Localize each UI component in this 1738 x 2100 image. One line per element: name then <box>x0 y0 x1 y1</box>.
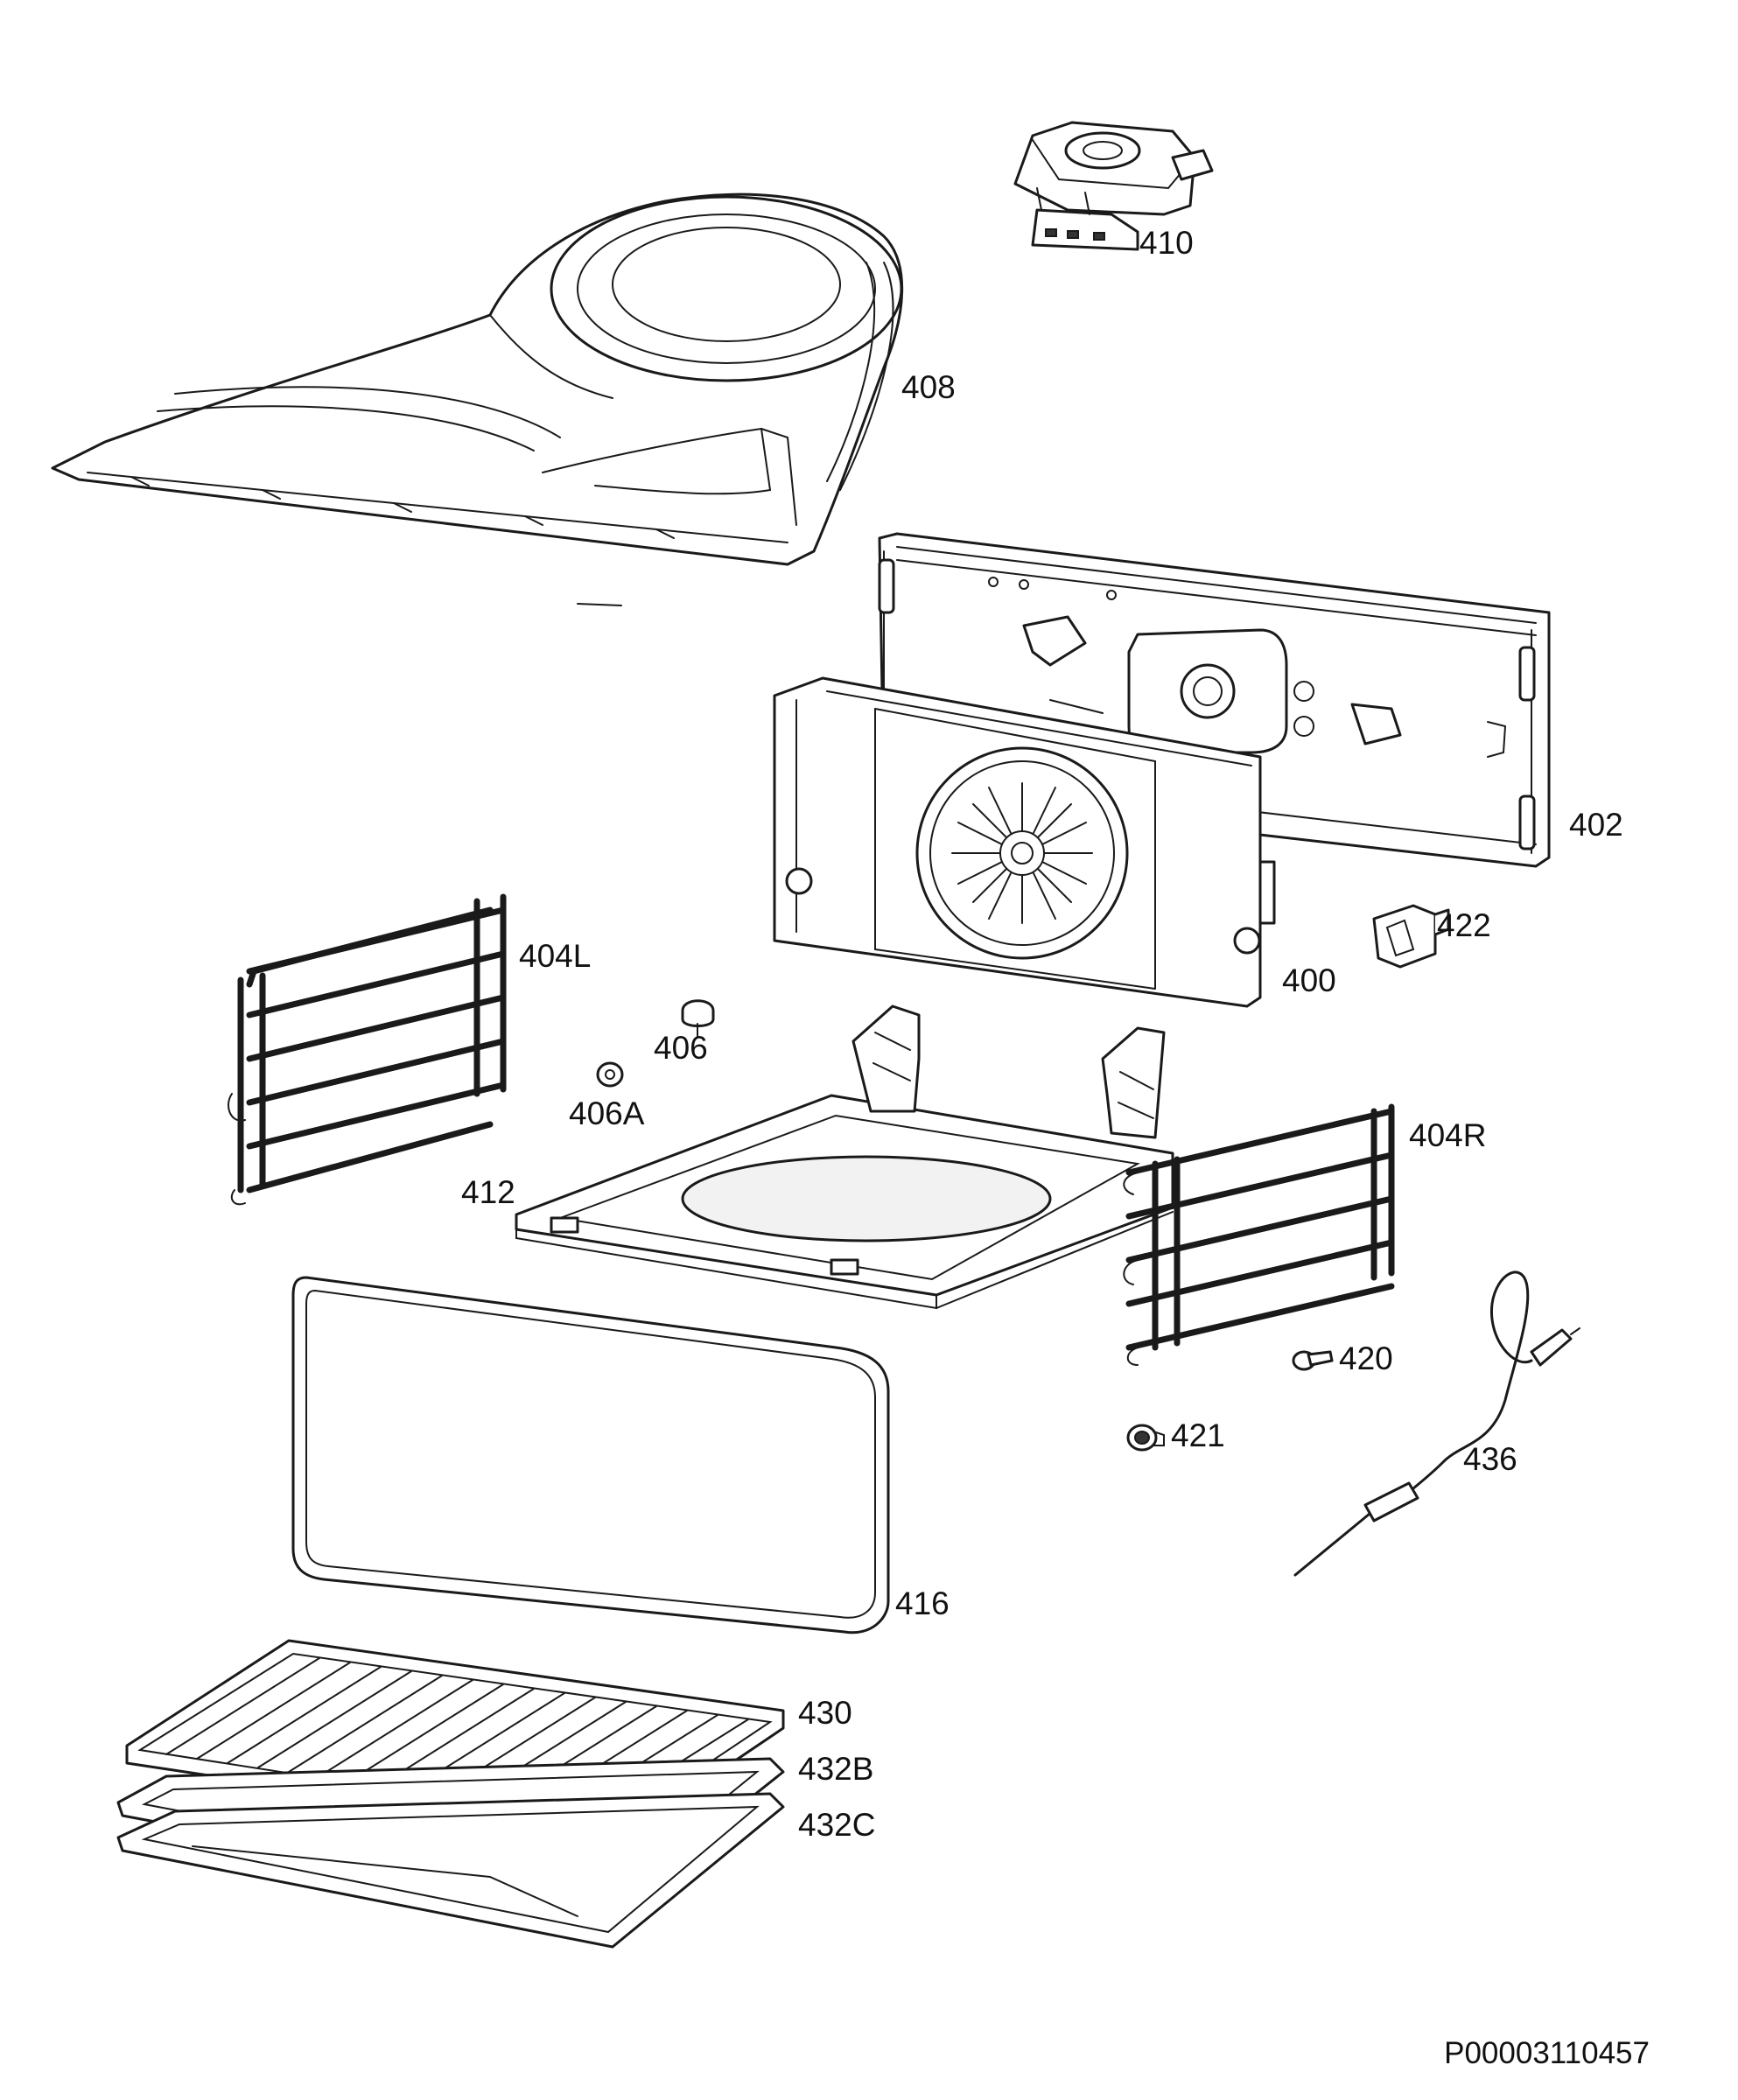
label-400: 400 <box>1282 962 1336 998</box>
label-422: 422 <box>1437 907 1491 943</box>
label-432B: 432B <box>798 1751 873 1787</box>
label-420: 420 <box>1339 1340 1393 1376</box>
label-406: 406 <box>654 1030 708 1066</box>
label-416: 416 <box>895 1586 950 1621</box>
label-410: 410 <box>1139 225 1194 261</box>
label-404L: 404L <box>519 938 591 974</box>
label-402: 402 <box>1569 807 1623 843</box>
label-430: 430 <box>798 1695 852 1731</box>
part-416-door-seal <box>291 1276 890 1634</box>
label-408: 408 <box>901 369 956 405</box>
label-421: 421 <box>1171 1418 1225 1453</box>
part-436-meat-probe <box>1293 1270 1580 1577</box>
label-436: 436 <box>1463 1441 1517 1477</box>
part-406-screw <box>681 999 715 1038</box>
part-406A-washer <box>596 1061 624 1088</box>
part-422-connector <box>1372 904 1450 969</box>
part-404L-left-shelf-support <box>228 893 507 1206</box>
part-412-oven-bottom-frame <box>515 1004 1174 1310</box>
part-432C-deep-tray <box>116 1792 785 1949</box>
part-408-air-duct-cover <box>51 192 904 606</box>
part-420-screw <box>1292 1350 1334 1371</box>
label-404R: 404R <box>1409 1117 1486 1153</box>
label-412: 412 <box>461 1174 515 1210</box>
document-code: P00003110457 <box>1444 2036 1650 2070</box>
part-400-fan-cover-plate <box>773 676 1276 1008</box>
label-406A: 406A <box>569 1096 645 1131</box>
part-404R-right-shelf-support <box>1123 1103 1395 1366</box>
part-421-socket <box>1126 1424 1165 1452</box>
label-432C: 432C <box>798 1807 875 1843</box>
part-410-fan-motor <box>1013 121 1214 251</box>
